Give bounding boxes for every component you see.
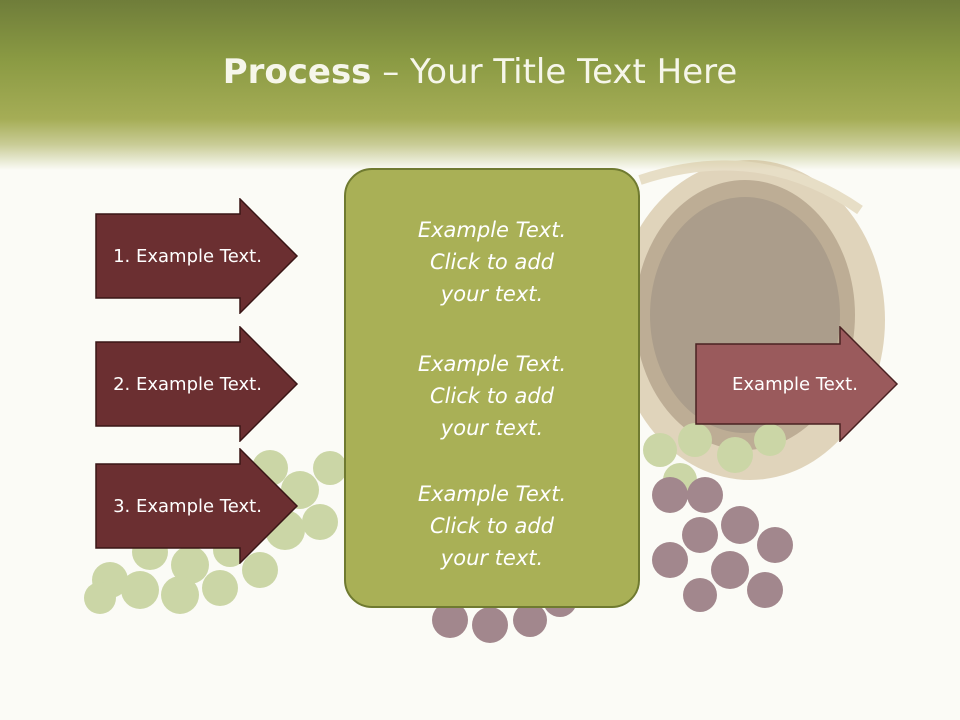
arrow-step-1[interactable]: 1. Example Text. (95, 198, 299, 314)
block-line: Click to add (429, 250, 554, 274)
block-line: your text. (440, 546, 544, 570)
arrow-label: Example Text. (732, 373, 858, 395)
arrow-step-2[interactable]: 2. Example Text. (95, 326, 299, 442)
block-line: Example Text. (417, 218, 567, 242)
arrow-result[interactable]: Example Text. (695, 326, 899, 442)
arrow-shape (95, 198, 299, 314)
center-text-box[interactable]: Example Text. Click to add your text. Ex… (344, 168, 640, 608)
block-line: Example Text. (417, 482, 567, 506)
arrow-label: 3. Example Text. (113, 495, 262, 517)
arrow-shape (95, 326, 299, 442)
arrow-label: 2. Example Text. (113, 373, 262, 395)
slide-title[interactable]: Process – Your Title Text Here (0, 52, 960, 92)
header-band: Process – Your Title Text Here (0, 0, 960, 170)
arrow-step-3[interactable]: 3. Example Text. (95, 448, 299, 564)
block-line: Click to add (429, 514, 554, 538)
block-line: Example Text. (417, 352, 567, 376)
center-text-block-1[interactable]: Example Text. Click to add your text. (346, 214, 638, 310)
arrow-shape (695, 326, 899, 442)
title-rest: – Your Title Text Here (371, 52, 738, 92)
block-line: your text. (440, 282, 544, 306)
center-text-block-2[interactable]: Example Text. Click to add your text. (346, 348, 638, 444)
block-line: your text. (440, 416, 544, 440)
title-bold: Process (222, 52, 372, 92)
block-line: Click to add (429, 384, 554, 408)
center-text-block-3[interactable]: Example Text. Click to add your text. (346, 478, 638, 574)
arrow-label: 1. Example Text. (113, 245, 262, 267)
arrow-shape (95, 448, 299, 564)
